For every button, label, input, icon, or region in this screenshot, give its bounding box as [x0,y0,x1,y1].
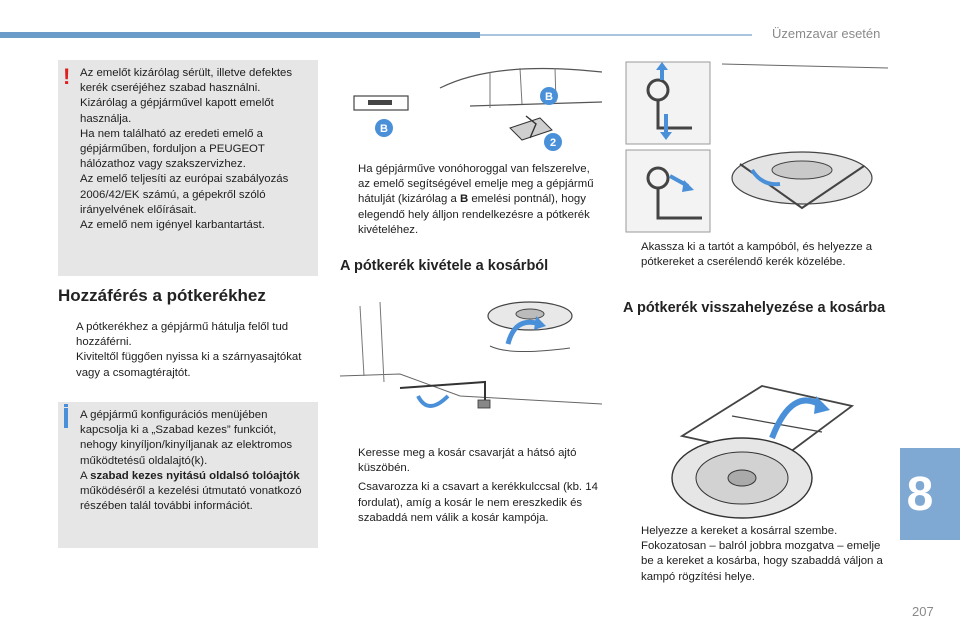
list-item: A pótkerékhez a gépjármű hátulja felől t… [58,320,320,350]
label-b-marker [540,87,558,105]
list-item-text: Keresse meg a kosár csavarját a hátsó aj… [358,447,577,475]
section-title: Üzemzavar esetén [772,26,881,41]
hook-detach-illustration [622,58,888,234]
header-bar [0,32,480,38]
list-item: Csavarozza ki a csavart a kerékkulccsal … [340,480,602,526]
list-item-text: Fokozatosan – balról jobbra mozgatva – e… [641,540,883,583]
list-item: Fokozatosan – balról jobbra mozgatva – e… [623,539,893,585]
warning-icon: ! [63,64,71,89]
remove-heading: A pótkerék kivétele a kosárból [340,258,549,274]
info-text: A gépjármű konfigurációs menüjében kapcs… [80,408,314,514]
list-item-text: A pótkerékhez a gépjármű hátulja felől t… [76,321,289,349]
list-item-text: Kiviteltől függően nyissa ki a szárnyasa… [76,351,302,379]
chapter-number: 8 [906,467,934,521]
list-item: Ha gépjárműve vonóhoroggal van felszerel… [340,162,602,238]
towbar-text-before: Ha gépjárműve vonóhoroggal van felszerel… [358,163,594,206]
warning-box [58,60,318,276]
replace-heading: A pótkerék visszahelyezése a kosárba [623,300,886,316]
info-text-after: működéséről a kezelési útmutató vonatkoz… [80,485,302,513]
replace-list: Helyezze a kereket a kosárral szembe. Fo… [623,524,893,585]
list-item: Helyezze a kereket a kosárral szembe. [623,524,893,539]
chapter-tab [900,448,960,540]
access-list: A pótkerékhez a gépjármű hátulja felől t… [58,320,320,381]
spare-wheel-basket-illustration [340,286,602,414]
label-b-top: B [545,91,553,103]
list-item: Keresse meg a kosár csavarját a hátsó aj… [340,446,602,476]
label-b-bottom: B [380,123,388,135]
info-icon-dot [64,404,68,407]
list-item-text: Csavarozza ki a csavart a kerékkulccsal … [358,481,598,524]
label-2-marker [544,133,562,151]
list-item-text: Akassza ki a tartót a kampóból, és helye… [641,241,873,269]
towbar-text-bold: B [459,193,469,206]
list-item: Akassza ki a tartót a kampóból, és helye… [623,240,893,270]
towbar-text-after: emelési pontnál), hogy elegendő hely áll… [358,193,590,236]
page-number: 207 [912,604,934,619]
info-text-prefix: A [80,469,91,482]
jack-illustration: B B 2 [340,58,602,158]
access-heading: Hozzáférés a pótkerékhez [58,286,266,305]
label-2: 2 [550,137,556,149]
list-item-text: Helyezze a kereket a kosárral szembe. [641,525,838,537]
header-bar-thin [480,34,752,36]
towbar-list: Ha gépjárműve vonóhoroggal van felszerel… [340,162,602,238]
remove-list: Keresse meg a kosár csavarját a hátsó aj… [340,446,602,526]
info-box [58,402,318,548]
wheel-replace-illustration [622,346,888,522]
info-icon [64,408,68,428]
label-b-marker [375,119,393,137]
hook-list: Akassza ki a tartót a kampóból, és helye… [623,240,893,270]
warning-text: Az emelőt kizárólag sérült, illetve defe… [80,67,293,232]
info-text-main: A gépjármű konfigurációs menüjében kapcs… [80,409,293,467]
list-item: Kiviteltől függően nyissa ki a szárnyasa… [58,350,320,380]
info-text-bold: szabad kezes nyitású oldalsó tolóajtók [90,469,300,482]
